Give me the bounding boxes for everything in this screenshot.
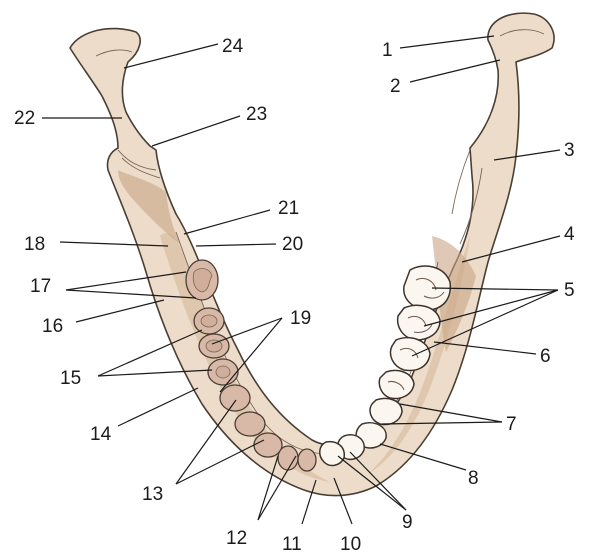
label-18: 18: [24, 234, 45, 255]
label-4: 4: [564, 224, 575, 245]
mandible-illustration: [70, 13, 554, 495]
label-7: 7: [506, 414, 517, 435]
mandible-bone: [70, 13, 554, 495]
label-19: 19: [290, 308, 311, 329]
label-15: 15: [60, 368, 81, 389]
label-16: 16: [42, 316, 63, 337]
label-21: 21: [278, 198, 299, 219]
label-11: 11: [282, 534, 302, 555]
label-6: 6: [540, 346, 551, 367]
label-9: 9: [402, 512, 413, 533]
label-23: 23: [246, 104, 267, 125]
label-14: 14: [90, 424, 112, 445]
label-13: 13: [142, 484, 163, 505]
label-22: 22: [14, 108, 35, 129]
label-20: 20: [282, 234, 303, 255]
label-12: 12: [226, 528, 247, 549]
label-5: 5: [564, 280, 575, 301]
label-24: 24: [222, 36, 244, 57]
label-2: 2: [390, 76, 401, 97]
label-1: 1: [382, 40, 393, 61]
label-8: 8: [468, 468, 479, 489]
label-10: 10: [340, 534, 361, 555]
label-3: 3: [564, 140, 575, 161]
label-17: 17: [30, 276, 51, 297]
